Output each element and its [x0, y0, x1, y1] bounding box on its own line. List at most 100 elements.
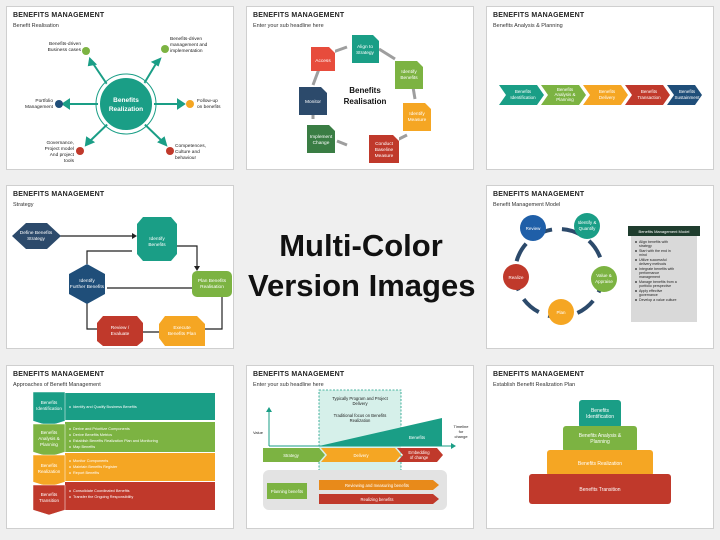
svg-text:Benefits: Benefits [41, 400, 58, 405]
hub-label-1: Benefits [113, 97, 139, 104]
review-evaluate-node [97, 316, 143, 346]
svg-text:Integrate benefits with: Integrate benefits with [639, 267, 674, 271]
row-analysis [32, 423, 66, 458]
slide-management-model[interactable]: BENEFITS MANAGEMENT Benefit Management M… [486, 185, 714, 349]
circle-plan [548, 299, 574, 325]
svg-text:Project model: Project model [45, 146, 74, 152]
slide-timeline[interactable]: BENEFITS MANAGEMENT Enter your sub headl… [246, 365, 474, 529]
svg-text:Analysis &: Analysis & [38, 436, 59, 441]
slide-benefits-realisation-cycle[interactable]: BENEFITS MANAGEMENT Enter your sub headl… [246, 6, 474, 170]
slide-analysis-planning[interactable]: BENEFITS MANAGEMENT Benefits Analysis & … [486, 6, 714, 170]
slide-benefit-realisation[interactable]: BENEFITS MANAGEMENT Benefit Realisation … [6, 6, 234, 170]
svg-text:mind: mind [639, 253, 647, 257]
svg-text:Apply effective: Apply effective [639, 289, 662, 293]
svg-text:Benefits Analysis &: Benefits Analysis & [579, 433, 622, 439]
svg-text:Delivery: Delivery [353, 453, 369, 458]
svg-text:Further Benefits: Further Benefits [70, 284, 105, 290]
svg-text:Embedding: Embedding [408, 450, 430, 455]
svg-text:Governance,: Governance, [47, 140, 74, 146]
svg-text:Benefits: Benefits [591, 408, 610, 414]
slide-subtitle: Enter your sub headline here [253, 23, 324, 29]
svg-text:Identification: Identification [36, 406, 62, 411]
svg-text:Benefits: Benefits [41, 463, 58, 468]
svg-text:governance: governance [639, 293, 658, 297]
svg-text:change: change [454, 434, 468, 439]
slide-realization-plan[interactable]: BENEFITS MANAGEMENT Establish Benefit Re… [486, 365, 714, 529]
svg-text:Timeline: Timeline [454, 424, 470, 429]
slide-title: BENEFITS MANAGEMENT [253, 12, 345, 19]
svg-text:Transition: Transition [39, 498, 59, 503]
svg-text:Analysis &: Analysis & [554, 92, 575, 97]
svg-text:Monitor: Monitor [305, 99, 321, 105]
svg-text:Value: Value [253, 430, 264, 435]
chevron-identification [499, 85, 544, 105]
svg-text:Benefits: Benefits [557, 87, 574, 92]
svg-text:Planning: Planning [40, 442, 58, 447]
center-heading: Multi-Color Version Images [248, 226, 475, 306]
svg-text:Benefits-driven: Benefits-driven [49, 41, 81, 47]
svg-text:Change: Change [313, 140, 330, 146]
svg-text:Identification: Identification [510, 95, 536, 100]
step-implement [307, 125, 335, 153]
slide-approaches[interactable]: BENEFITS MANAGEMENT Approaches of Benefi… [6, 365, 234, 529]
svg-text:Business cases: Business cases [48, 47, 82, 53]
svg-text:Benefits: Benefits [148, 242, 166, 248]
step-monitor [299, 87, 327, 115]
benefit-timeline-diagram: Typically Program and Project Delivery T… [253, 389, 470, 510]
svg-text:Strategy: Strategy [356, 50, 374, 56]
svg-text:Identification: Identification [586, 414, 614, 420]
management-model-cycle: Review Identify & Quantify Value & Appra… [503, 213, 700, 325]
svg-text:And project: And project [50, 152, 75, 158]
slide-strategy[interactable]: BENEFITS MANAGEMENT Strategy Define Bene… [6, 185, 234, 349]
svg-text:Realisation: Realisation [200, 284, 224, 290]
svg-text:Planning: Planning [590, 439, 610, 445]
svg-text:Sustainment: Sustainment [674, 95, 700, 100]
svg-text:Identify: Identify [79, 278, 95, 284]
svg-text:Consolidate Coordinated Benefi: Consolidate Coordinated Benefits [73, 489, 130, 493]
center-label-1: Benefits [349, 86, 381, 95]
svg-text:Quantify: Quantify [579, 226, 597, 231]
slide-title: BENEFITS MANAGEMENT [13, 12, 105, 19]
svg-text:Align benefits with: Align benefits with [639, 240, 668, 244]
svg-text:performance: performance [639, 271, 659, 275]
svg-text:Benefits: Benefits [400, 75, 418, 81]
svg-text:portfolio perspective: portfolio perspective [639, 284, 671, 288]
svg-text:Portfolio: Portfolio [35, 98, 53, 104]
svg-text:Benefits: Benefits [599, 89, 616, 94]
slide-title: BENEFITS MANAGEMENT [13, 371, 105, 378]
slide-title: BENEFITS MANAGEMENT [253, 371, 345, 378]
svg-text:tools: tools [64, 158, 75, 164]
execute-plan-node [159, 316, 205, 346]
slide-subtitle: Strategy [13, 202, 34, 208]
svg-text:Identify &: Identify & [578, 220, 597, 225]
svg-text:Competences,: Competences, [175, 143, 206, 149]
svg-text:Traditional focus on Benefits: Traditional focus on Benefits [334, 413, 387, 418]
svg-text:Typically Program and Project: Typically Program and Project [332, 396, 388, 401]
svg-text:Derive and Prioritize Componen: Derive and Prioritize Components [73, 427, 130, 431]
svg-text:Review: Review [526, 226, 542, 231]
slide-subtitle: Benefit Management Model [493, 202, 561, 208]
svg-text:Transaction: Transaction [637, 95, 661, 100]
further-benefits-node [69, 264, 105, 304]
svg-text:Benefits-driven: Benefits-driven [170, 36, 202, 42]
svg-text:Reviewing and measuring benefi: Reviewing and measuring benefits [345, 483, 409, 488]
svg-text:Strategy: Strategy [27, 236, 45, 242]
svg-text:Utilize successful: Utilize successful [639, 258, 667, 262]
svg-text:for: for [459, 429, 464, 434]
svg-text:Realize: Realize [508, 275, 524, 280]
svg-text:Baseline: Baseline [375, 147, 394, 153]
svg-text:Benefits Plan: Benefits Plan [168, 331, 197, 337]
strategy-flow: Define Benefits Strategy Identify Benefi… [12, 217, 232, 346]
svg-text:Benefits: Benefits [409, 435, 426, 440]
row-identification [32, 391, 66, 427]
tier-analysis [563, 426, 637, 452]
chevron-transaction [625, 85, 670, 105]
circle-value [591, 266, 617, 292]
svg-text:implementation: implementation [170, 48, 203, 54]
svg-text:Plan Benefits: Plan Benefits [198, 278, 227, 284]
svg-text:Culture and: Culture and [175, 149, 200, 155]
svg-text:Planning benefits: Planning benefits [271, 489, 303, 494]
chevron-analysis [541, 85, 586, 105]
svg-text:Benefits: Benefits [679, 89, 696, 94]
center-heading-line1: Multi-Color [279, 228, 443, 263]
